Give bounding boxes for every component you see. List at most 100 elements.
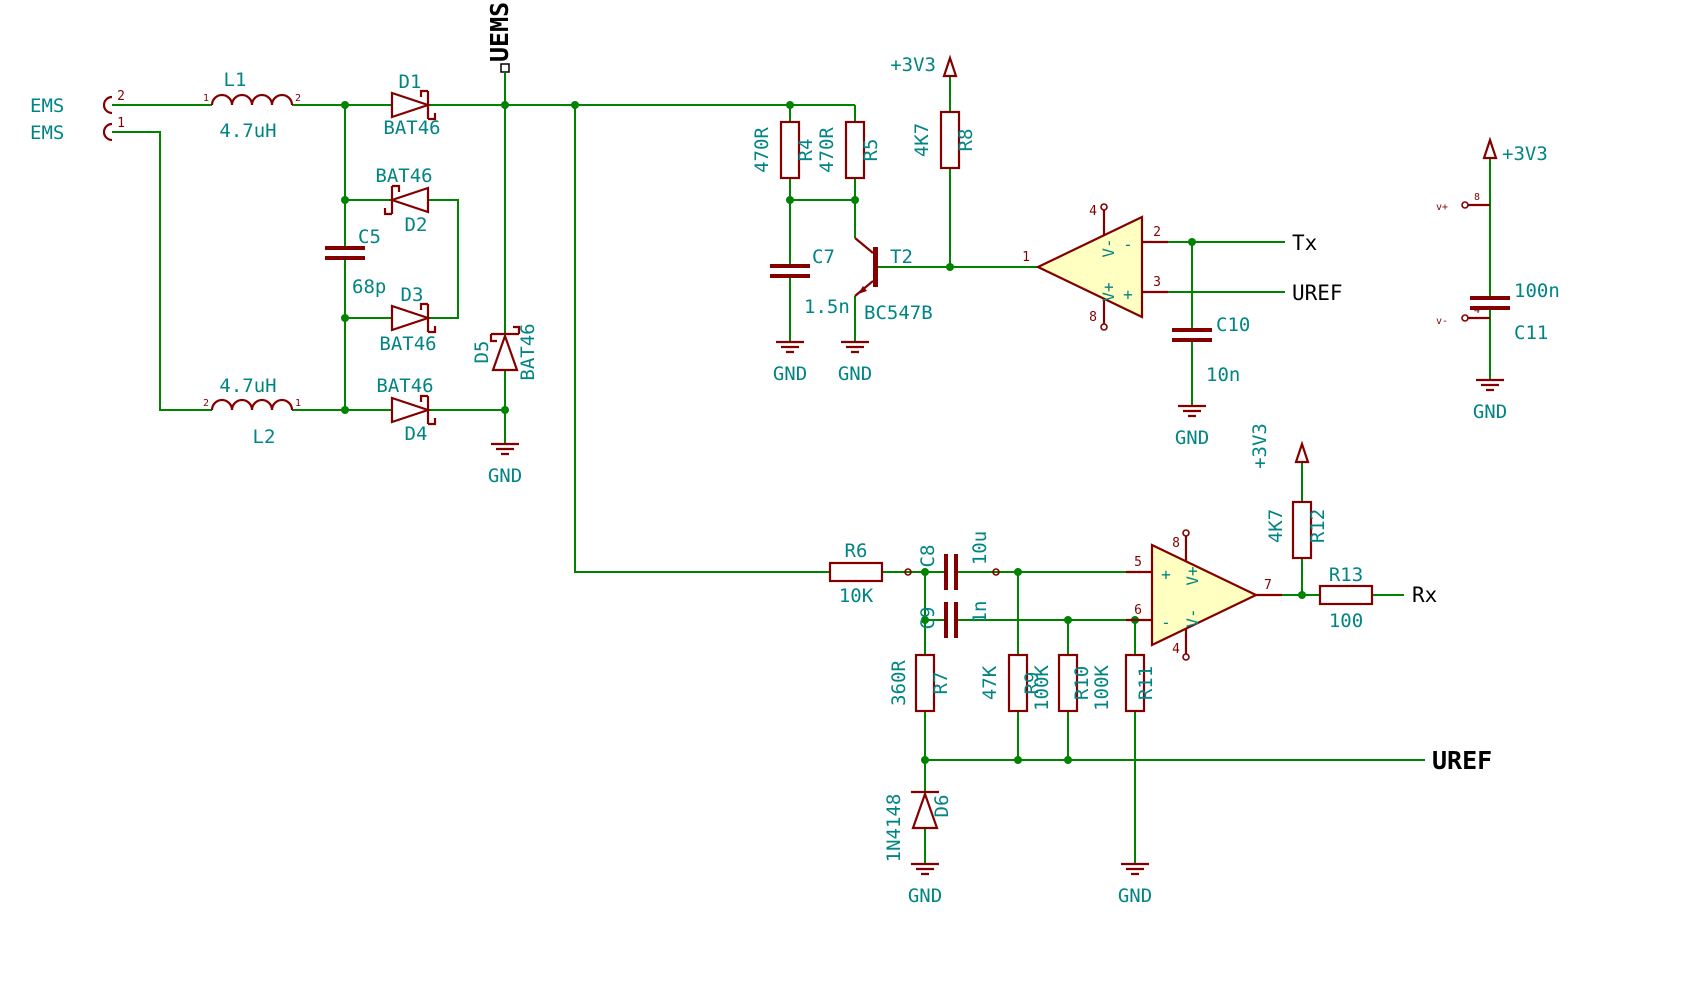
gnd-label: GND bbox=[838, 363, 872, 385]
rx-net-label: Rx bbox=[1412, 583, 1437, 607]
power-flag-3v3-c11: +3V3 bbox=[1482, 136, 1548, 165]
C10-value: 10n bbox=[1206, 364, 1240, 386]
R10-reference: R10 bbox=[1071, 666, 1093, 700]
C11-value: 100n bbox=[1514, 280, 1560, 302]
capacitor-C10: C10 10n bbox=[1172, 314, 1250, 386]
R4-value: 470R bbox=[751, 127, 773, 173]
connector-name-top: EMS bbox=[30, 95, 64, 117]
opB-pin-6: 6 bbox=[1134, 603, 1142, 618]
R9-value: 47K bbox=[979, 665, 1001, 700]
gnd-symbol-d6: GND bbox=[908, 862, 942, 907]
v3v3-label: +3V3 bbox=[1249, 423, 1271, 469]
opA-pin-3: 3 bbox=[1153, 275, 1161, 290]
D2-value: BAT46 bbox=[375, 165, 432, 187]
gnd-icon bbox=[1121, 862, 1149, 876]
connector-pin-1: 1 bbox=[117, 116, 125, 131]
tx-net-label: Tx bbox=[1292, 231, 1317, 255]
D4-reference: D4 bbox=[405, 423, 428, 445]
comparator-B: 5 6 7 8 4 + - V+ V- bbox=[1126, 529, 1282, 661]
pin-end-marker bbox=[1182, 653, 1190, 661]
resistor-R8: 4K7 R8 bbox=[911, 110, 977, 170]
resistor-R11: 100K R11 bbox=[1091, 653, 1157, 713]
opA-noninv-mark: + bbox=[1123, 285, 1133, 304]
opB-pin-7: 7 bbox=[1264, 578, 1272, 593]
C8-value: 10u bbox=[969, 531, 991, 565]
capacitor-C11: 100n C11 bbox=[1470, 280, 1560, 344]
R12-value: 4K7 bbox=[1265, 509, 1287, 543]
D1-value: BAT46 bbox=[383, 117, 440, 139]
R6-reference: R6 bbox=[845, 540, 868, 562]
diode-D4: BAT46 D4 bbox=[376, 375, 437, 445]
resistor-R6: R6 10K bbox=[828, 540, 884, 607]
pin-end-marker bbox=[992, 568, 1000, 576]
C7-value: 1.5n bbox=[804, 296, 850, 318]
L2-pin-left: 2 bbox=[203, 398, 209, 409]
junction-dots bbox=[341, 101, 1306, 764]
gnd-icon bbox=[776, 340, 804, 354]
R6-value: 10K bbox=[839, 585, 874, 607]
inductor-L1: 1 2 L1 4.7uH bbox=[203, 69, 301, 142]
uref-net-label: UREF bbox=[1292, 281, 1343, 305]
power-arrow-icon bbox=[1294, 440, 1310, 464]
power-arrow-icon bbox=[942, 54, 958, 78]
gnd-icon bbox=[911, 862, 939, 876]
C9-reference: C9 bbox=[917, 607, 939, 630]
opB-noninv-mark: + bbox=[1161, 565, 1171, 584]
diode-D5: D5 BAT46 bbox=[471, 323, 539, 380]
uref-bus-label: UREF bbox=[1432, 746, 1492, 775]
resistor-R4: 470R R4 bbox=[751, 120, 817, 180]
gnd-symbol-d5: GND bbox=[488, 442, 522, 487]
capacitor-C9: C9 1n bbox=[917, 601, 991, 638]
opA-pin-8: 8 bbox=[1089, 310, 1097, 325]
L1-reference: L1 bbox=[224, 69, 247, 91]
C5-reference: C5 bbox=[358, 226, 381, 248]
R5-value: 470R bbox=[816, 127, 838, 173]
pin-end-marker bbox=[904, 568, 912, 576]
D5-reference: D5 bbox=[471, 341, 493, 364]
C5-value: 68p bbox=[352, 276, 386, 298]
C8-reference: C8 bbox=[917, 545, 939, 568]
D3-value: BAT46 bbox=[379, 333, 436, 355]
connector-pin-2: 2 bbox=[117, 89, 125, 104]
connector-ems: EMS EMS 2 1 bbox=[30, 89, 125, 144]
opB-pin-8: 8 bbox=[1172, 536, 1180, 551]
D6-reference: D6 bbox=[931, 795, 953, 818]
gnd-symbol-r11: GND bbox=[1118, 862, 1152, 907]
pin-end-marker bbox=[1100, 203, 1108, 211]
C11-reference: C11 bbox=[1514, 322, 1548, 344]
transistor-T2: T2 BC547B bbox=[854, 237, 933, 324]
L1-value: 4.7uH bbox=[219, 120, 276, 142]
diode-D2: BAT46 D2 bbox=[375, 165, 432, 236]
opA-vplus-label: V+ bbox=[1099, 282, 1118, 301]
inductor-coil bbox=[210, 398, 294, 411]
gnd-symbol-c10: GND bbox=[1175, 404, 1209, 449]
C9-value: 1n bbox=[969, 601, 991, 624]
resistor-R5: 470R R5 bbox=[816, 120, 882, 180]
pin-end-marker bbox=[1100, 323, 1108, 331]
opB-pin-5: 5 bbox=[1134, 555, 1142, 570]
R13-value: 100 bbox=[1329, 610, 1363, 632]
R7-value: 360R bbox=[888, 660, 910, 706]
opB-pin-4: 4 bbox=[1172, 642, 1180, 657]
v3v3-label: +3V3 bbox=[1502, 143, 1548, 165]
L1-pin-right: 2 bbox=[295, 93, 301, 104]
R4-reference: R4 bbox=[795, 139, 817, 162]
net-wires bbox=[112, 73, 1491, 864]
pin-end-marker bbox=[1182, 529, 1190, 537]
opA-vminus-label: V- bbox=[1099, 238, 1118, 257]
resistor-R10: 100K R10 bbox=[1031, 653, 1093, 713]
resistor-R9: 47K R9 bbox=[979, 653, 1043, 713]
emitter-arrow bbox=[858, 286, 867, 294]
L2-reference: L2 bbox=[253, 426, 276, 448]
T2-reference: T2 bbox=[890, 246, 913, 268]
opamp-body bbox=[1150, 543, 1259, 647]
diode-D3: D3 BAT46 bbox=[379, 284, 436, 355]
opA-pin-1: 1 bbox=[1022, 250, 1030, 265]
L1-pin-left: 1 bbox=[203, 93, 209, 104]
gnd-label: GND bbox=[488, 465, 522, 487]
opA-pin-2: 2 bbox=[1153, 225, 1161, 240]
T2-value: BC547B bbox=[864, 302, 933, 324]
gnd-label: GND bbox=[908, 885, 942, 907]
R8-reference: R8 bbox=[955, 129, 977, 152]
inductor-L2: 2 1 4.7uH L2 bbox=[203, 375, 301, 448]
